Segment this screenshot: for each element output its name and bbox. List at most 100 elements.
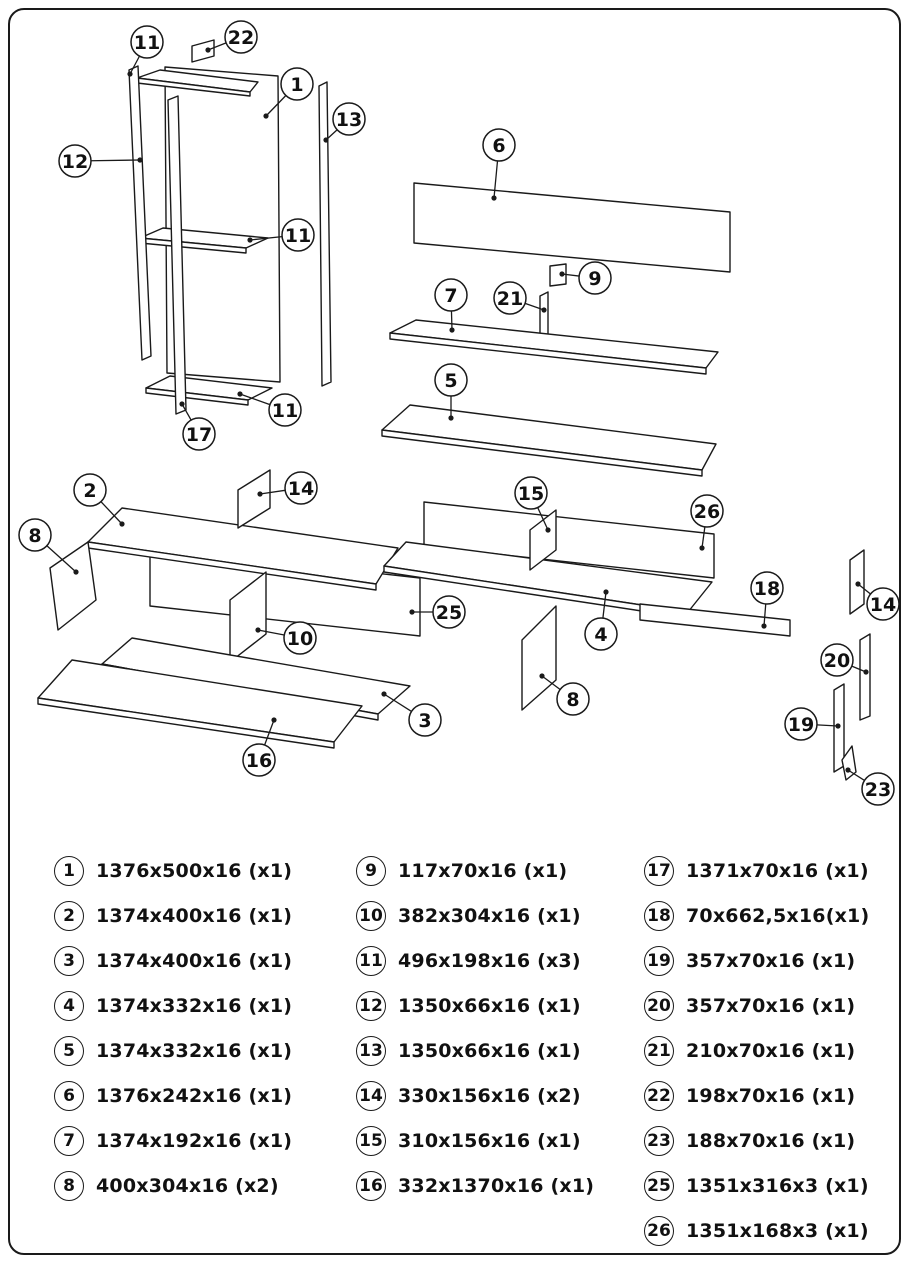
part-number-badge: 1 [54, 856, 84, 886]
leader-line [847, 769, 865, 781]
part-dimensions: 198x70x16 (x1) [686, 1085, 856, 1107]
callout-14: 14 [855, 581, 900, 621]
callout-circle [408, 703, 442, 737]
leader-line [257, 629, 285, 636]
leader-dot [271, 717, 277, 723]
leader-line [602, 591, 607, 619]
panel-1-back [164, 66, 281, 383]
panel-12-side-strip [128, 65, 152, 361]
callout-number: 11 [272, 400, 298, 422]
part-dimensions: 1350x66x16 (x1) [398, 995, 581, 1017]
panel-20-strip [859, 633, 871, 721]
leader-line [249, 236, 283, 241]
leader-line [541, 675, 561, 690]
leader-dot [448, 415, 454, 421]
callout-21: 21 [493, 281, 547, 315]
callout-8: 8 [539, 673, 590, 716]
callout-circle [280, 67, 314, 101]
leader-dot [137, 157, 143, 163]
callout-circle [434, 363, 468, 397]
callout-number: 5 [444, 370, 457, 392]
callout-number: 19 [788, 714, 814, 736]
part-number-badge: 11 [356, 946, 386, 976]
part-dimensions: 1374x332x16 (x1) [96, 995, 293, 1017]
callout-23: 23 [845, 767, 895, 806]
callout-number: 14 [870, 594, 896, 616]
leader-dot [119, 521, 125, 527]
callout-14: 14 [257, 471, 318, 505]
exploded-assembly-diagram: 1234567889101111111213141415161718192021… [18, 20, 900, 806]
callout-circle [578, 261, 612, 295]
callout-number: 26 [694, 501, 720, 523]
callout-circle [130, 25, 164, 59]
callout-number: 3 [418, 710, 431, 732]
callout-number: 15 [518, 483, 544, 505]
callout-circle [514, 476, 548, 510]
parts-list-item: 17 1371x70x16 (x1) [644, 854, 869, 888]
callout-4: 4 [584, 589, 618, 651]
callout-number: 25 [436, 602, 462, 624]
part-number-badge: 4 [54, 991, 84, 1021]
part-number-badge: 25 [644, 1171, 674, 1201]
part-dimensions: 382x304x16 (x1) [398, 905, 581, 927]
leader-line [493, 160, 499, 199]
part-dimensions: 1374x332x16 (x1) [96, 1040, 293, 1062]
part-dimensions: 332x1370x16 (x1) [398, 1175, 595, 1197]
leader-dot [255, 627, 261, 633]
callout-number: 8 [566, 689, 579, 711]
panel-9-block [549, 263, 567, 287]
part-number-badge: 3 [54, 946, 84, 976]
part-number-badge: 17 [644, 856, 674, 886]
part-dimensions: 1371x70x16 (x1) [686, 860, 869, 882]
leader-dot [863, 669, 869, 675]
part-number-badge: 19 [644, 946, 674, 976]
callout-circle [482, 128, 516, 162]
part-dimensions: 188x70x16 (x1) [686, 1130, 856, 1152]
leader-line [181, 403, 192, 421]
callout-10: 10 [255, 621, 317, 655]
lower-left-panels [37, 469, 421, 749]
callout-circle [820, 643, 854, 677]
callout-26: 26 [690, 494, 724, 551]
leader-dot [257, 491, 263, 497]
leader-line [763, 603, 767, 627]
leader-line [701, 526, 706, 549]
leader-dot [603, 589, 609, 595]
leader-line [46, 545, 77, 573]
lower-middle-panels [383, 501, 791, 711]
callout-layer: 1234567889101111111213141415161718192021… [18, 20, 900, 806]
leader-dot [205, 47, 211, 53]
leader-dot [541, 307, 547, 313]
callout-number: 2 [83, 480, 96, 502]
callout-number: 7 [444, 285, 457, 307]
panel-8-side-left [49, 541, 97, 631]
part-number-badge: 26 [644, 1216, 674, 1246]
leader-dot [237, 391, 243, 397]
callout-25: 25 [409, 595, 466, 629]
part-number-badge: 10 [356, 901, 386, 931]
leader-dot [449, 327, 455, 333]
panel-13-side-strip [318, 81, 332, 387]
callout-number: 11 [285, 225, 311, 247]
leader-dot [835, 723, 841, 729]
panel-6-back [413, 182, 731, 273]
part-number-badge: 20 [644, 991, 674, 1021]
panel-18-rail [639, 603, 791, 637]
callout-6: 6 [482, 128, 516, 201]
leader-line [524, 302, 545, 311]
part-number-badge: 2 [54, 901, 84, 931]
callout-12: 12 [58, 144, 143, 178]
callout-circle [434, 278, 468, 312]
callout-circle [73, 473, 107, 507]
part-number-badge: 9 [356, 856, 386, 886]
part-number-badge: 5 [54, 1036, 84, 1066]
leader-dot [409, 609, 415, 615]
leader-line [383, 693, 412, 712]
leader-line [264, 719, 275, 746]
callout-16: 16 [242, 717, 277, 777]
panel-15-divider [529, 509, 557, 571]
